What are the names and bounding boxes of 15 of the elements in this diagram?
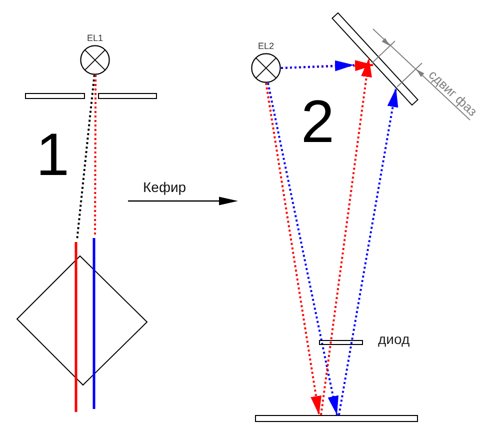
ray-arrow: [338, 88, 398, 416]
ray-arrow: [320, 58, 372, 416]
part-label: диод: [378, 332, 410, 346]
ray-line: [94, 75, 97, 236]
step-number: 1: [36, 131, 70, 179]
ray-arrow: [265, 82, 322, 416]
ray-arrow: [280, 60, 354, 72]
ray-line: [76, 74, 96, 240]
mirror-plate: [331, 12, 419, 106]
part-label: EL2: [258, 41, 274, 52]
part-label: EL1: [86, 33, 103, 44]
step-number: 2: [301, 98, 334, 146]
screen-plate: [255, 415, 418, 422]
arrow-label: Кефир: [143, 179, 186, 195]
ray-arrow: [267, 82, 338, 416]
